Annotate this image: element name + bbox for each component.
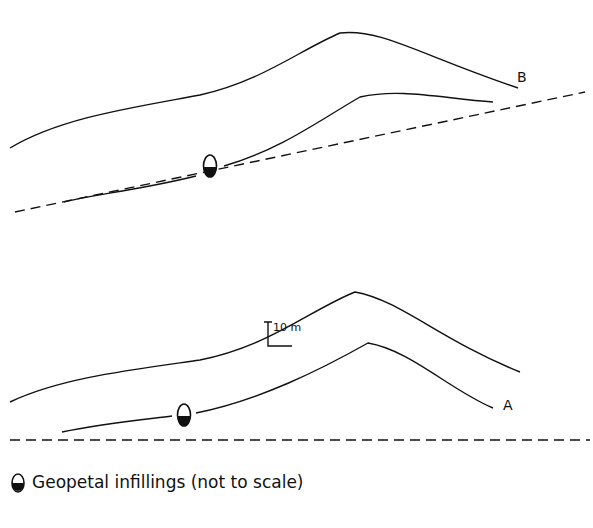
outer-bed-line — [10, 32, 518, 148]
profile-label: A — [503, 398, 513, 412]
geopetal-symbol — [204, 155, 217, 177]
legend-text: Geopetal infillings (not to scale) — [32, 474, 303, 491]
reference-dashed-line — [15, 92, 585, 212]
outer-bed-line — [10, 292, 520, 402]
inner-bed-line — [196, 343, 493, 413]
scale-label: 10 m — [273, 322, 301, 333]
profile-label: B — [517, 70, 527, 84]
legend-geopetal-symbol — [12, 474, 24, 492]
reference-dashed-line — [10, 439, 590, 440]
inner-bed-line — [224, 93, 493, 166]
geopetal-symbol — [178, 404, 191, 426]
inner-bed-line — [62, 416, 172, 432]
